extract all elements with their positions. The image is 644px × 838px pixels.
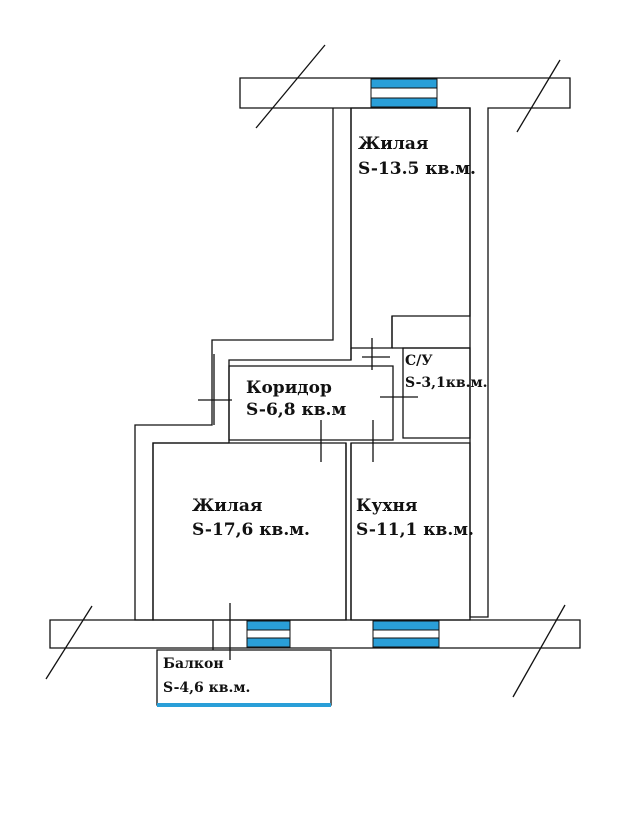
break-line [516,59,561,133]
room-area: S-6,8 кв.м [246,400,346,420]
room-corridor: Коридор S-6,8 кв.м [246,378,346,420]
break-line [45,605,93,680]
room-name: Жилая [358,134,428,154]
window-top [370,78,438,108]
top-exterior-wall [239,77,571,618]
room-name: Жилая [192,496,262,516]
room-area: S-11,1 кв.м. [356,520,474,540]
room-kitchen: Кухня S-11,1 кв.м. [356,496,474,540]
bottom-exterior-wall [49,619,581,649]
room-area: S-17,6 кв.м. [192,520,310,540]
room-name: С/У [405,353,433,369]
room-name: Коридор [246,378,332,398]
break-line [255,44,326,129]
room-name: Кухня [356,496,417,516]
balcony: Балкон S-4,6 кв.м. [163,656,250,696]
room-living-top: Жилая S-13.5 кв.м. [358,134,476,179]
room-wc: С/У S-3,1кв.м. [405,353,488,391]
room-area: S-4,6 кв.м. [163,680,250,696]
top-room-left-wall [134,108,352,621]
room-area: S-3,1кв.м. [405,375,488,391]
window-kitchen [372,620,440,648]
room-living-main: Жилая S-17,6 кв.м. [192,496,310,540]
balcony-glazing [157,703,331,707]
room-area: S-13.5 кв.м. [358,159,476,179]
window-living-main [246,620,291,648]
break-line [512,604,566,698]
room-name: Балкон [163,656,224,672]
room-corridor-outline [228,365,394,441]
